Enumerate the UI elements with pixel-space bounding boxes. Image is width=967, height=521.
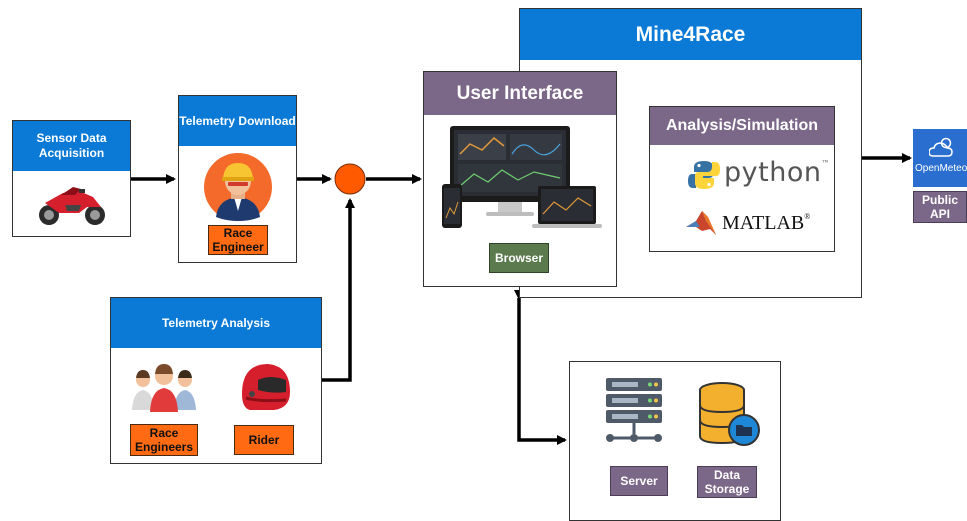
public-api-tag: Public API (913, 191, 967, 223)
devices-icon (442, 126, 602, 228)
public-api-label: Public API (921, 193, 958, 221)
analysis-simulation-title: Analysis/Simulation (665, 117, 819, 134)
telemetry-download-title: Telemetry Download (179, 114, 296, 128)
openmeteo-text: OpenMeteo (915, 163, 967, 174)
data-storage-tag: Data Storage (697, 466, 757, 498)
rider-label: Rider (248, 433, 280, 447)
python-label: python™ (724, 157, 830, 188)
telemetry-analysis-title: Telemetry Analysis (161, 316, 271, 330)
cloud-icon (929, 137, 953, 157)
arrow-analysis-to-junction (322, 198, 355, 382)
matlab-text: MATLAB (722, 212, 805, 234)
mine4race-header: Mine4Race (520, 9, 861, 60)
openmeteo-logo: OpenMeteo (913, 129, 967, 187)
sensor-box: Sensor Data Acquisition (12, 120, 131, 237)
telemetry-analysis-header: Telemetry Analysis (111, 298, 321, 348)
browser-tag: Browser (489, 243, 549, 273)
registered-mark: ® (804, 212, 811, 221)
data-storage-label: Data Storage (704, 468, 750, 496)
server-icon (606, 378, 662, 442)
user-interface-header: User Interface (424, 72, 616, 115)
sensor-title: Sensor Data Acquisition (36, 131, 107, 160)
browser-label: Browser (494, 251, 544, 265)
rider-tag: Rider (234, 425, 294, 455)
telemetry-download-box: Telemetry Download Race Engineer (178, 95, 297, 263)
sensor-header: Sensor Data Acquisition (13, 121, 130, 171)
mine4race-title: Mine4Race (635, 22, 746, 46)
matlab-icon (686, 211, 716, 235)
user-interface-title: User Interface (456, 82, 584, 104)
race-engineer-label: Race Engineer (212, 226, 264, 254)
helmet-icon (242, 364, 290, 410)
trademark-mark: ™ (821, 159, 830, 168)
python-icon (688, 161, 720, 189)
telemetry-download-header: Telemetry Download (179, 96, 296, 146)
server-tag: Server (610, 466, 668, 496)
race-engineers-tag: Race Engineers (130, 424, 198, 456)
race-engineers-label: Race Engineers (134, 426, 194, 454)
race-engineer-icon (204, 153, 272, 221)
database-icon (699, 382, 760, 446)
analysis-simulation-header: Analysis/Simulation (650, 107, 834, 145)
analysis-simulation-box: Analysis/Simulation python™ MATLAB® (649, 106, 835, 252)
server-label: Server (620, 474, 658, 488)
team-icon (132, 364, 196, 412)
telemetry-analysis-box: Telemetry Analysis Race Engineers Rider (110, 297, 322, 464)
backend-box: Server Data Storage (569, 361, 781, 521)
junction-node (334, 163, 366, 195)
arrow-ui-backend (514, 290, 567, 445)
user-interface-box: User Interface Browser (423, 71, 617, 287)
python-text: python (724, 157, 822, 188)
race-engineer-tag: Race Engineer (208, 225, 268, 255)
matlab-label: MATLAB® (722, 212, 810, 235)
motorcycle-icon (39, 187, 105, 225)
